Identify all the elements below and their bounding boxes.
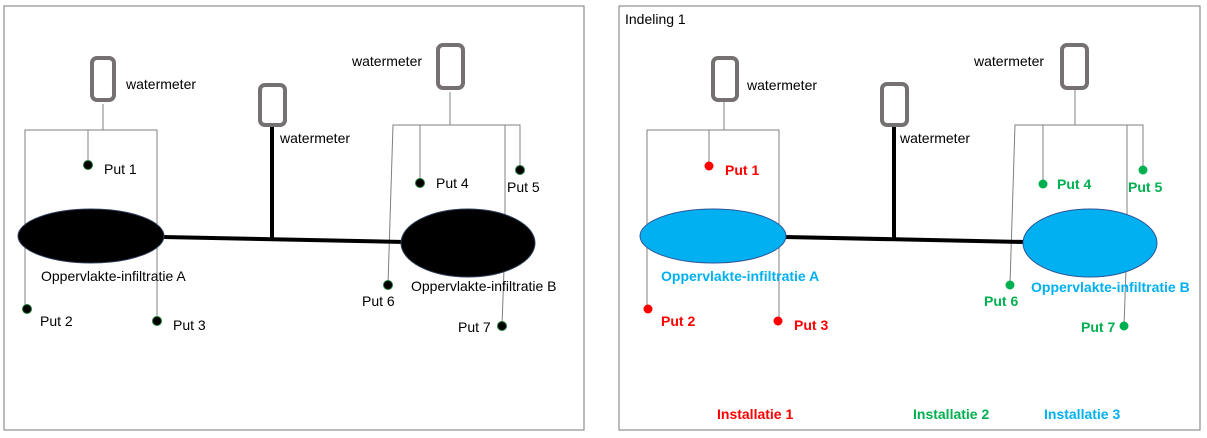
left-well-7 [497,321,507,331]
left-well-3 [152,316,162,326]
left-well-1-label: Put 1 [104,161,137,177]
right-well-3-label: Put 3 [794,317,828,333]
legend-installatie-3: Installatie 3 [1044,406,1120,422]
left-meter-middle-icon [258,83,287,127]
right-well-4-label: Put 4 [1057,176,1091,192]
right-well-3 [773,316,783,326]
left-main-pipe [162,125,406,244]
left-well-6 [383,280,393,290]
left-well-2-label: Put 2 [40,313,73,329]
right-panel: Indeling 1 [618,5,1201,431]
right-well-2 [643,304,653,314]
left-meter-b-icon [436,43,465,90]
right-meter-middle-icon [880,82,909,127]
right-well-7 [1119,321,1129,331]
right-meter-a-label: watermeter [746,77,817,93]
left-well-7-label: Put 7 [458,319,491,335]
right-field-a-label: Oppervlakte-infiltratie A [661,268,819,284]
left-meter-b-label: watermeter [351,53,422,69]
left-well-4-label: Put 4 [436,175,469,191]
left-field-b [400,208,536,278]
left-well-5 [515,165,525,175]
right-meter-b-icon [1060,43,1089,90]
left-field-a [17,208,165,264]
left-well-5-label: Put 5 [507,179,540,195]
right-well-2-label: Put 2 [661,313,695,329]
right-meter-middle-label: watermeter [899,130,970,146]
right-panel-title: Indeling 1 [625,11,686,27]
right-field-a [639,208,787,264]
left-well-6-label: Put 6 [362,293,395,309]
right-connector-b [1009,124,1144,285]
right-meter-b-label: watermeter [973,53,1044,69]
right-main-pipe-line [784,235,1026,244]
left-field-b-label: Oppervlakte-infiltratie B [411,278,557,294]
legend-installatie-2: Installatie 2 [913,406,989,422]
left-well-4 [415,178,425,188]
left-meter-middle-label: watermeter [279,130,350,146]
right-well-5-label: Put 5 [1128,179,1162,195]
right-meter-a-icon [711,56,739,102]
left-main-pipe-line [162,235,406,244]
left-meter-a-icon [90,56,116,102]
right-well-1 [704,161,714,171]
legend-installatie-1: Installatie 1 [717,406,793,422]
left-meter-a-label: watermeter [125,76,196,92]
right-well-4 [1038,179,1048,189]
left-field-a-label: Oppervlakte-infiltratie A [41,268,186,284]
left-well-2 [22,304,32,314]
left-well-1 [83,160,93,170]
left-well-3-label: Put 3 [173,317,206,333]
right-field-b [1022,208,1158,278]
right-well-5 [1138,165,1148,175]
right-well-6-label: Put 6 [984,293,1018,309]
left-panel: watermeter watermeter watermeter Oppervl… [3,5,585,431]
right-field-b-label: Oppervlakte-infiltratie B [1031,279,1190,295]
right-well-1-label: Put 1 [725,162,759,178]
right-well-6 [1005,280,1015,290]
right-well-7-label: Put 7 [1081,319,1115,335]
right-main-pipe [784,125,1026,244]
left-connector-b [387,124,521,285]
